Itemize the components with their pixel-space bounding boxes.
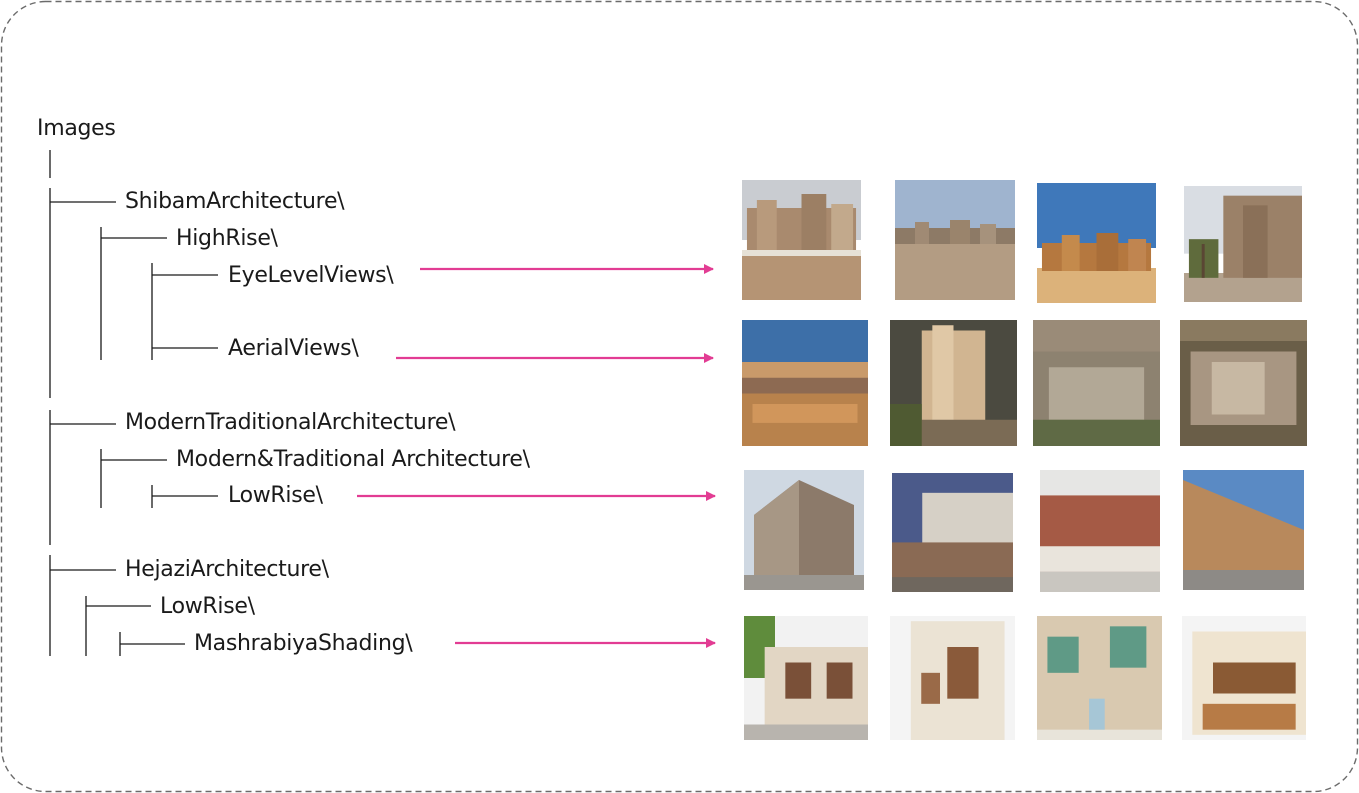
photo-modern-lowrise-1 — [744, 470, 864, 590]
photo-mashrabiya-1 — [744, 616, 868, 740]
tree-root-label: Images — [37, 116, 116, 141]
node-highrise: HighRise\ — [176, 226, 278, 251]
photo-mashrabiya-4 — [1182, 616, 1306, 740]
node-mashrabiya-shading: MashrabiyaShading\ — [194, 631, 413, 656]
node-modern-and-traditional-architecture: Modern&Traditional Architecture\ — [176, 447, 530, 472]
photo-modern-lowrise-3 — [1040, 470, 1160, 592]
node-lowrise-modern: LowRise\ — [228, 483, 323, 508]
photo-shibam-aerial-2 — [890, 320, 1017, 446]
node-aerial-views: AerialViews\ — [228, 336, 359, 361]
arrows — [357, 264, 716, 648]
photo-modern-lowrise-4 — [1183, 470, 1304, 590]
node-lowrise-hejazi: LowRise\ — [160, 594, 255, 619]
photo-shibam-aerial-3 — [1033, 320, 1160, 446]
photo-mashrabiya-3 — [1037, 616, 1162, 740]
photo-shibam-aerial-4 — [1180, 320, 1307, 446]
node-modern-traditional-architecture: ModernTraditionalArchitecture\ — [125, 410, 456, 435]
photo-shibam-eye-level-4 — [1184, 186, 1302, 302]
photo-modern-lowrise-2 — [892, 473, 1013, 592]
tree-lines — [49, 150, 218, 656]
photo-shibam-aerial-1 — [742, 320, 868, 446]
photo-shibam-eye-level-1 — [742, 180, 861, 300]
node-eyelevel-views: EyeLevelViews\ — [228, 263, 394, 288]
photo-mashrabiya-2 — [890, 616, 1015, 740]
photo-shibam-eye-level-2 — [895, 180, 1015, 300]
node-hejazi-architecture: HejaziArchitecture\ — [125, 557, 329, 582]
node-shibam-architecture: ShibamArchitecture\ — [125, 189, 345, 214]
photo-shibam-eye-level-3 — [1037, 183, 1156, 303]
